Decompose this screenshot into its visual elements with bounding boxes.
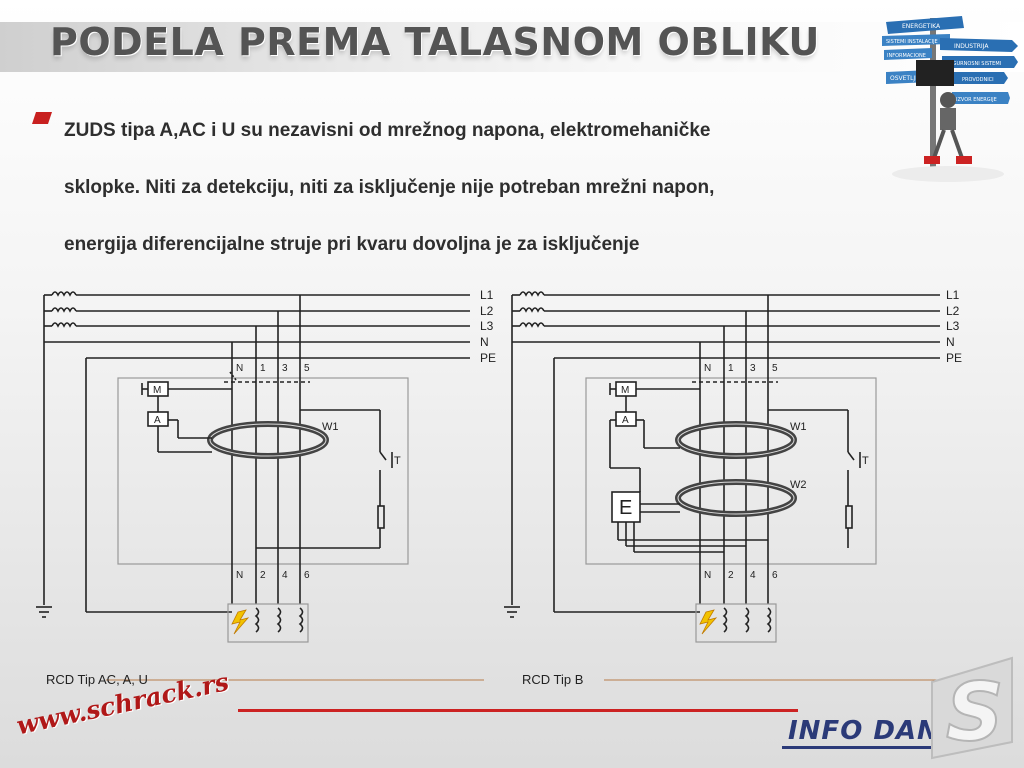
fault-lightning-icon xyxy=(231,609,250,635)
sign-7: PROVODNICI xyxy=(962,77,994,83)
label-l1: L1 xyxy=(480,288,494,302)
sign-3: INDUSTRIJA xyxy=(954,43,989,50)
coil-label-w2: W2 xyxy=(790,479,807,491)
coil-label-w1: W1 xyxy=(322,421,339,433)
sign-5: SIGURNOSNI SISTEMI xyxy=(948,61,1001,67)
label-l3: L3 xyxy=(480,319,494,333)
sign-1: ENERGETIKA xyxy=(902,23,941,30)
terminal-bottom-2: 2 xyxy=(260,570,266,581)
fault-lightning-icon-b xyxy=(699,609,718,635)
footer-divider xyxy=(238,709,798,712)
title-band xyxy=(0,22,1024,72)
label-pe-b: PE xyxy=(946,351,962,365)
sign-6: OSVETLJENJE xyxy=(890,75,929,82)
diagram-rcd-type-b xyxy=(504,291,940,681)
terminal-top-5-b: 5 xyxy=(772,363,778,374)
terminal-bottom-4-b: 4 xyxy=(750,570,756,581)
terminal-top-1-b: 1 xyxy=(728,363,734,374)
label-n-b: N xyxy=(946,335,955,349)
terminal-bottom-4: 4 xyxy=(282,570,288,581)
event-logo-text: INFO DANI xyxy=(788,716,951,746)
logo-letter: S xyxy=(946,666,1004,759)
diagram-rcd-type-ac xyxy=(36,291,484,681)
bullet-line-2: sklopke. Niti za detekciju, niti za iskl… xyxy=(64,177,715,198)
label-n: N xyxy=(480,335,489,349)
bullet-text: ZUDS tipa A,AC i U su nezavisni od mrežn… xyxy=(64,102,864,273)
event-logo-underline xyxy=(782,746,932,749)
coil-label-w1-b: W1 xyxy=(790,421,807,433)
terminal-bottom-6-b: 6 xyxy=(772,570,778,581)
rcd-wiring-diagrams: L1 L2 L3 N PE N 1 3 5 N 2 4 6 M A W1 T R… xyxy=(36,288,962,687)
caption-left: RCD Tip AC, A, U xyxy=(46,672,148,687)
terminal-top-5: 5 xyxy=(304,363,310,374)
label-l2: L2 xyxy=(480,304,494,318)
diagram-left-labels: L1 L2 L3 N PE N 1 3 5 N 2 4 6 M A W1 T R… xyxy=(46,288,496,687)
terminal-top-3: 3 xyxy=(282,363,288,374)
diagram-right-labels: L1 L2 L3 N PE N 1 3 5 N 2 4 6 M A E W1 W… xyxy=(522,288,962,687)
terminal-top-3-b: 3 xyxy=(750,363,756,374)
terminal-bottom-n-b: N xyxy=(704,570,711,581)
terminal-top-1: 1 xyxy=(260,363,266,374)
terminal-bottom-6: 6 xyxy=(304,570,310,581)
test-label-b: T xyxy=(862,455,869,467)
label-pe: PE xyxy=(480,351,496,365)
amp-label-b: A xyxy=(622,415,629,426)
terminal-bottom-n: N xyxy=(236,570,243,581)
label-l2-b: L2 xyxy=(946,304,960,318)
bullet-marker xyxy=(32,112,52,124)
caption-right: RCD Tip B xyxy=(522,672,583,687)
sign-8: IZVOR ENERGIJE xyxy=(956,97,997,103)
sign-2: SISTEMI INSTALACIJE xyxy=(886,39,938,45)
motor-label: M xyxy=(153,385,161,396)
bullet-line-3: energija diferencijalne struje pri kvaru… xyxy=(64,234,640,255)
sign-4: INFORMACIONE xyxy=(887,53,926,59)
test-label: T xyxy=(394,455,401,467)
schrack-logo-icon: S xyxy=(931,656,1013,760)
terminal-bottom-2-b: 2 xyxy=(728,570,734,581)
terminal-top-n-b: N xyxy=(704,363,711,374)
signpost-robot-illustration: ENERGETIKA SISTEMI INSTALACIJE INDUSTRIJ… xyxy=(882,16,1018,182)
bullet-line-1: ZUDS tipa A,AC i U su nezavisni od mrežn… xyxy=(64,120,711,141)
motor-label-b: M xyxy=(621,385,629,396)
label-l3-b: L3 xyxy=(946,319,960,333)
terminal-top-n: N xyxy=(236,363,243,374)
label-l1-b: L1 xyxy=(946,288,960,302)
slide-title: PODELA PREMA TALASNOM OBLIKU xyxy=(50,20,820,64)
amp-label: A xyxy=(154,415,161,426)
electronics-label: E xyxy=(619,497,632,519)
